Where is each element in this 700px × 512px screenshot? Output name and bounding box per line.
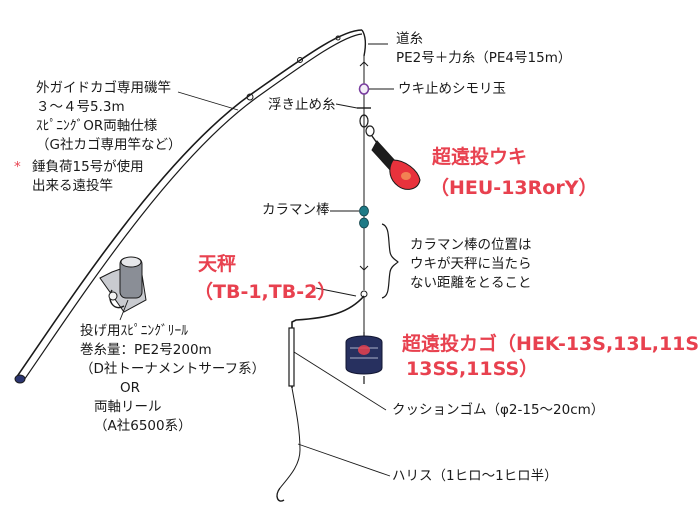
float-stop-label: ウキ止めシモリ玉	[398, 81, 506, 97]
reel-label-1: 投げ用ｽﾋﾟﾆﾝｸﾞﾘｰﾙ	[80, 323, 188, 339]
basket-label-2: 13SS,11SS）	[406, 358, 539, 380]
float-stop-bead	[358, 83, 370, 95]
rod-note: * 錘負荷15号が使用 出来る遠投竿	[14, 158, 144, 196]
reel-label-5: 両軸リール	[94, 399, 162, 415]
rod-label-1: 外ガイドカゴ専用磯竿	[36, 80, 171, 96]
rod-label-2: ３～４号5.3m	[36, 99, 125, 115]
float-swivel	[359, 114, 375, 137]
rod-outer-line	[15, 29, 363, 379]
rod-label-3: ｽﾋﾟﾆﾝｸﾞOR両軸仕様	[36, 118, 158, 134]
rod-butt-cap	[14, 374, 26, 384]
rod-note-1: 錘負荷15号が使用	[32, 159, 144, 175]
rod-inner-line	[23, 33, 363, 381]
reel-label-6: （A社6500系）	[94, 418, 192, 434]
float-icon	[371, 135, 421, 190]
karaman-label: カラマン棒	[262, 202, 330, 218]
main-line-label: 道糸 PE2号＋力糸（PE4号15m）	[396, 30, 571, 68]
reel-label-4: OR	[120, 380, 141, 396]
reel-icon	[99, 256, 147, 313]
leader-lines	[119, 43, 394, 477]
karaman-beads	[359, 205, 369, 229]
hook-icon	[276, 487, 285, 502]
cushion-label: クッションゴム（φ2-15～20cm）	[392, 402, 605, 418]
rod-note-2: 出来る遠投竿	[32, 178, 113, 194]
float-stop-line-label: 浮き止め糸	[268, 97, 336, 113]
rod-label-4: （G社カゴ専用竿など）	[36, 137, 182, 153]
karaman-note-2: ウキが天秤に当たら	[410, 256, 532, 272]
main-line-label-2: PE2号＋力糸（PE4号15m）	[396, 50, 572, 66]
tenbin-arm	[291, 295, 365, 388]
float-name: 超遠投ウキ	[432, 146, 528, 168]
main-line-label-1: 道糸	[396, 31, 423, 47]
line-knot-marks	[359, 61, 369, 271]
float-model: （HEU-13RorY）	[430, 177, 598, 199]
rod-note-mark: *	[14, 159, 21, 175]
reel-label-3: （D社トーナメントサーフ系）	[80, 361, 266, 377]
basket-icon	[345, 332, 383, 384]
tenbin-model: （TB-1,TB-2）	[194, 281, 337, 303]
basket-label-1: 超遠投カゴ（HEK-13S,13L,11S,	[402, 333, 700, 355]
tenbin-name: 天秤	[198, 253, 237, 275]
harisu-line	[279, 387, 301, 489]
basket-label: 超遠投カゴ（HEK-13S,13L,11S, 13SS,11SS）	[402, 332, 700, 382]
karaman-note-3: ない距離をとること	[410, 275, 532, 291]
rod-tip	[361, 29, 367, 57]
rod-label: 外ガイドカゴ専用磯竿 ３～４号5.3m ｽﾋﾟﾆﾝｸﾞOR両軸仕様 （G社カゴ専…	[36, 79, 181, 155]
harisu-label: ハリス（1ヒロ～1ヒロ半）	[392, 468, 558, 484]
reel-label: 投げ用ｽﾋﾟﾆﾝｸﾞﾘｰﾙ 巻糸量：PE2号200m （D社トーナメントサーフ系…	[80, 322, 265, 436]
cushion-rubber	[288, 327, 295, 387]
karaman-note: カラマン棒の位置は ウキが天秤に当たら ない距離をとること	[410, 236, 532, 293]
note-brace	[381, 223, 399, 299]
rod-guides	[246, 35, 341, 101]
reel-label-2: 巻糸量：PE2号200m	[80, 342, 212, 358]
karaman-note-1: カラマン棒の位置は	[410, 237, 532, 253]
